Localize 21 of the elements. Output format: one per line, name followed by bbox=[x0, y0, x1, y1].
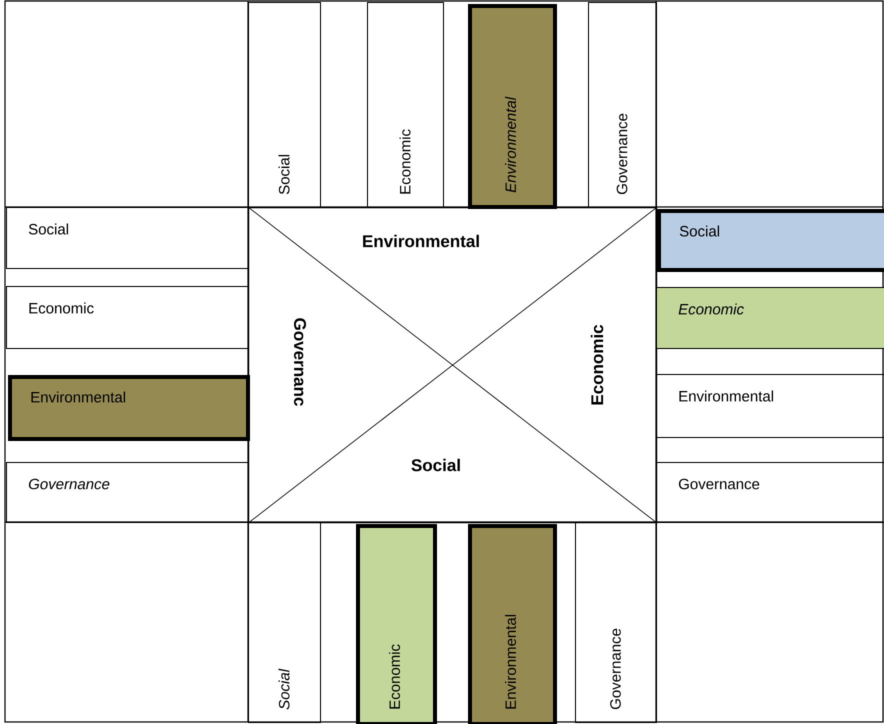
category-box: Social bbox=[6, 207, 249, 269]
category-box: Governance bbox=[656, 462, 884, 523]
category-box: Governance bbox=[588, 2, 657, 208]
category-box: Environmental bbox=[468, 524, 557, 724]
center-square bbox=[248, 206, 658, 524]
sector-label: Economic bbox=[590, 324, 604, 404]
category-box: Environmental bbox=[8, 375, 250, 441]
category-box: Environmental bbox=[468, 4, 557, 209]
category-box: Economic bbox=[356, 524, 437, 724]
category-box: Economic bbox=[367, 2, 444, 208]
category-box: Social bbox=[657, 209, 884, 272]
category-box: Social bbox=[248, 522, 321, 723]
category-box: Governance bbox=[6, 462, 249, 523]
category-box: Economic bbox=[656, 287, 884, 349]
sector-label: Environmental bbox=[363, 234, 479, 248]
sector-label: Social bbox=[411, 458, 460, 472]
category-box: Environmental bbox=[656, 374, 884, 438]
sector-label: Governanc bbox=[294, 318, 306, 406]
category-box: Social bbox=[248, 2, 321, 208]
category-box: Governance bbox=[575, 522, 657, 723]
category-box: Economic bbox=[6, 286, 249, 349]
